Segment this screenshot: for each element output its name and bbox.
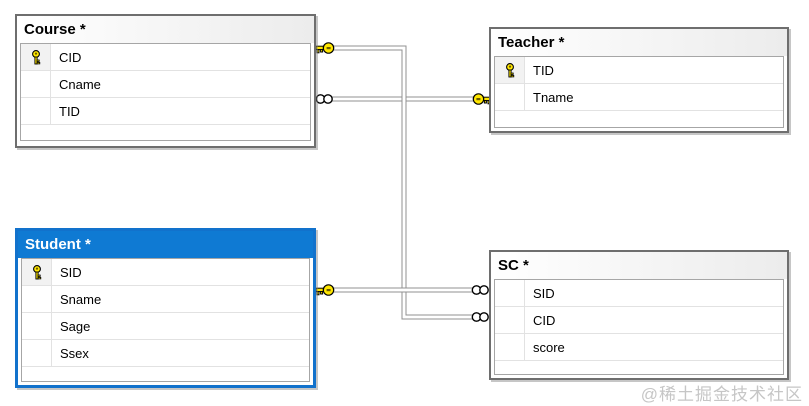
key-icon: [315, 42, 335, 54]
table-course-title: Course *: [24, 21, 86, 38]
watermark-text: @稀土掘金技术社区: [640, 385, 803, 404]
column-row-course-cid[interactable]: CID: [21, 44, 310, 71]
column-row-student-sid[interactable]: SID: [22, 259, 309, 286]
column-name: Sage: [60, 318, 91, 334]
relationship-connector-course-sc[interactable]: [315, 40, 492, 325]
column-name: Tname: [533, 89, 574, 105]
column-row-sc-score[interactable]: score: [495, 334, 783, 361]
table-teacher[interactable]: Teacher * TID Tname: [489, 27, 789, 133]
table-teacher-columns: TID Tname: [494, 56, 784, 128]
column-name: SID: [533, 285, 555, 301]
table-course-columns: CID Cname TID: [20, 43, 311, 141]
column-row-course-cname[interactable]: Cname: [21, 71, 310, 98]
primary-key-icon: [505, 62, 514, 77]
column-name: score: [533, 339, 565, 355]
primary-key-icon: [31, 49, 40, 64]
column-name: TID: [533, 62, 554, 78]
table-student-header[interactable]: Student *: [18, 231, 313, 258]
relationship-connector-student-sc[interactable]: [315, 281, 492, 299]
column-name: CID: [59, 49, 82, 65]
key-icon: [315, 284, 335, 296]
column-name: Ssex: [60, 345, 89, 361]
column-name: SID: [60, 264, 82, 280]
table-sc-columns: SID CID score: [494, 279, 784, 375]
column-row-teacher-tname[interactable]: Tname: [495, 84, 783, 111]
column-row-student-sname[interactable]: Sname: [22, 286, 309, 313]
table-course-header[interactable]: Course *: [17, 16, 314, 43]
column-name: Sname: [60, 291, 102, 307]
table-student-title: Student *: [25, 236, 91, 253]
column-name: TID: [59, 103, 80, 119]
many-infinity-icon: [471, 285, 489, 295]
table-sc-title: SC *: [498, 257, 529, 274]
column-row-course-tid[interactable]: TID: [21, 98, 310, 125]
table-student[interactable]: Student * SID Sname Sage Ssex: [15, 228, 316, 388]
table-teacher-title: Teacher *: [498, 34, 565, 51]
many-infinity-icon: [315, 94, 333, 104]
column-name: CID: [533, 312, 556, 328]
many-infinity-icon: [471, 312, 489, 322]
column-row-sc-cid[interactable]: CID: [495, 307, 783, 334]
table-student-columns: SID Sname Sage Ssex: [21, 258, 310, 382]
primary-key-icon: [32, 264, 41, 279]
column-name: Cname: [59, 76, 101, 92]
column-row-sc-sid[interactable]: SID: [495, 280, 783, 307]
table-course[interactable]: Course * CID Cname TID: [15, 14, 316, 148]
column-row-student-sage[interactable]: Sage: [22, 313, 309, 340]
table-teacher-header[interactable]: Teacher *: [491, 29, 787, 56]
table-sc[interactable]: SC * SID CID score: [489, 250, 789, 380]
column-row-student-ssex[interactable]: Ssex: [22, 340, 309, 367]
table-sc-header[interactable]: SC *: [491, 252, 787, 279]
column-row-teacher-tid[interactable]: TID: [495, 57, 783, 84]
